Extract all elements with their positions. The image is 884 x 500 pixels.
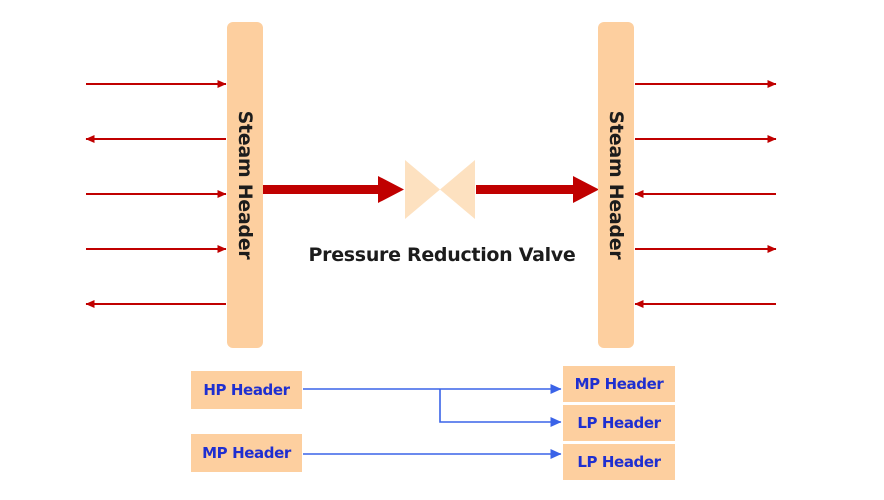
connector-hp-to-lp — [439, 389, 562, 427]
steam-header-right-label: Steam Header — [605, 110, 627, 260]
legend-target-lp-header-1: LP Header — [563, 405, 675, 441]
main-flow-arrow-2-head — [573, 176, 599, 203]
legend-source-mp-header: MP Header — [191, 434, 302, 472]
legend-connectors — [303, 384, 562, 459]
legend-source-hp-header: HP Header — [191, 371, 302, 409]
steam-header-left: Steam Header — [227, 22, 263, 348]
right-steam-lines — [634, 80, 777, 308]
main-flow-arrow-2-shaft — [476, 185, 576, 194]
pressure-reduction-valve-icon — [405, 160, 475, 219]
main-flow-arrow-1-head — [378, 176, 404, 203]
valve-label: Pressure Reduction Valve — [308, 244, 576, 266]
main-flow-arrow-1-shaft — [263, 185, 381, 194]
valve-left-triangle-icon — [405, 160, 440, 219]
valve-right-triangle-icon — [440, 160, 475, 219]
legend-target-mp-header: MP Header — [563, 366, 675, 402]
steam-header-left-label: Steam Header — [234, 110, 256, 260]
main-flow-arrows — [263, 176, 599, 203]
left-steam-lines — [85, 80, 227, 308]
legend-target-lp-header-2: LP Header — [563, 444, 675, 480]
steam-header-right: Steam Header — [598, 22, 634, 348]
